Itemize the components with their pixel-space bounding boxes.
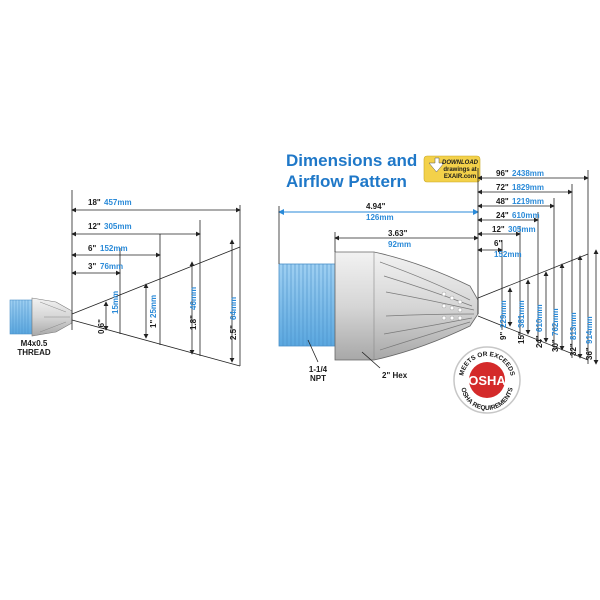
title-line-2: Airflow Pattern: [286, 172, 407, 191]
svg-text:32": 32": [569, 343, 578, 356]
svg-text:1829mm: 1829mm: [512, 183, 544, 192]
svg-text:96": 96": [496, 169, 509, 178]
small-v-dim-2-5: 2.5" 64mm: [229, 297, 238, 340]
small-v-dim-0-6: 0.6" 15mm: [97, 291, 120, 334]
svg-text:15": 15": [517, 331, 526, 344]
svg-text:25mm: 25mm: [149, 295, 158, 318]
svg-text:46mm: 46mm: [189, 287, 198, 310]
svg-text:457mm: 457mm: [104, 198, 132, 207]
small-horizontal-dims: [71, 207, 241, 276]
large-v-dim-32: 32" 813mm: [569, 312, 578, 356]
npt-label-1: 1-1/4: [309, 365, 328, 374]
svg-text:381mm: 381mm: [517, 300, 526, 328]
svg-text:18": 18": [88, 198, 101, 207]
osha-seal: MEETS OR EXCEEDS OSHA REQUIREMENTS OSHA: [453, 346, 521, 414]
large-v-dim-36: 36" 914mm: [585, 316, 594, 360]
osha-center-text: OSHA: [468, 373, 506, 388]
svg-text:3": 3": [88, 262, 96, 271]
small-nozzle-drawing: [9, 297, 73, 337]
small-h-dim-12: 12" 305mm: [88, 222, 132, 231]
large-v-dim-24: 24" 610mm: [535, 304, 544, 348]
svg-text:9": 9": [499, 332, 508, 340]
svg-text:6": 6": [494, 239, 502, 248]
svg-text:762mm: 762mm: [551, 308, 560, 336]
svg-text:drawings at: drawings at: [443, 167, 476, 173]
large-v-dim-30: 30" 762mm: [551, 308, 560, 352]
large-h-dim-72: 72" 1829mm: [496, 183, 544, 192]
leaders: [307, 339, 381, 369]
svg-text:4.94": 4.94": [366, 202, 386, 211]
svg-text:72": 72": [496, 183, 509, 192]
svg-text:6": 6": [88, 244, 96, 253]
large-h-dim-96: 96" 2438mm: [496, 169, 544, 178]
body-dim-label: 3.63" 92mm: [388, 229, 411, 249]
small-v-dim-1-8: 1.8" 46mm: [189, 287, 198, 330]
title-line-1: Dimensions and: [286, 151, 418, 170]
svg-text:12": 12": [88, 222, 101, 231]
svg-text:610mm: 610mm: [512, 211, 540, 220]
svg-text:2.5": 2.5": [229, 325, 238, 340]
svg-text:92mm: 92mm: [388, 240, 411, 249]
svg-text:12": 12": [492, 225, 505, 234]
large-h-dim-6: 6" 152mm: [494, 239, 522, 259]
download-arrow-icon: [428, 157, 445, 173]
large-h-dim-12: 12" 305mm: [492, 225, 536, 234]
npt-label-2: NPT: [310, 374, 326, 383]
svg-text:152mm: 152mm: [494, 250, 522, 259]
title-block: Dimensions and Airflow Pattern: [286, 151, 418, 191]
svg-text:3.63": 3.63": [388, 229, 408, 238]
svg-text:EXAIR.com: EXAIR.com: [444, 174, 476, 180]
svg-text:229mm: 229mm: [499, 300, 508, 328]
small-h-dim-3: 3" 76mm: [88, 262, 123, 271]
thread-label-2: THREAD: [17, 348, 51, 357]
svg-text:126mm: 126mm: [366, 213, 394, 222]
overall-dim-label: 4.94" 126mm: [366, 202, 394, 222]
svg-text:36": 36": [585, 347, 594, 360]
large-vertical-dims: [507, 249, 599, 365]
small-airflow-lines: [71, 190, 241, 367]
svg-text:610mm: 610mm: [535, 304, 544, 332]
svg-text:305mm: 305mm: [508, 225, 536, 234]
svg-text:0.6": 0.6": [97, 319, 106, 334]
large-horizontal-dims: [477, 175, 589, 253]
svg-text:76mm: 76mm: [100, 262, 123, 271]
svg-text:30": 30": [551, 339, 560, 352]
svg-text:DOWNLOAD: DOWNLOAD: [442, 160, 479, 166]
svg-text:1219mm: 1219mm: [512, 197, 544, 206]
svg-text:1.8": 1.8": [189, 315, 198, 330]
svg-text:64mm: 64mm: [229, 297, 238, 320]
large-h-dim-48: 48" 1219mm: [496, 197, 544, 206]
svg-text:24": 24": [496, 211, 509, 220]
thread-label-1: M4x0.5: [21, 339, 48, 348]
small-vertical-dims: [103, 239, 235, 363]
large-h-dim-24: 24" 610mm: [496, 211, 540, 220]
svg-text:914mm: 914mm: [585, 316, 594, 344]
svg-text:305mm: 305mm: [104, 222, 132, 231]
svg-text:1": 1": [149, 320, 158, 328]
large-nozzle-drawing: [278, 251, 479, 361]
svg-text:152mm: 152mm: [100, 244, 128, 253]
small-h-dim-18: 18" 457mm: [88, 198, 132, 207]
svg-text:15mm: 15mm: [111, 291, 120, 314]
hex-label: 2" Hex: [382, 371, 408, 380]
svg-text:813mm: 813mm: [569, 312, 578, 340]
svg-text:24": 24": [535, 335, 544, 348]
download-badge[interactable]: DOWNLOAD drawings at EXAIR.com: [423, 155, 481, 183]
svg-text:2438mm: 2438mm: [512, 169, 544, 178]
small-v-dim-1: 1" 25mm: [149, 295, 158, 328]
svg-text:48": 48": [496, 197, 509, 206]
large-v-dim-9: 9" 229mm: [499, 300, 508, 340]
large-v-dim-15: 15" 381mm: [517, 300, 526, 344]
small-h-dim-6: 6" 152mm: [88, 244, 128, 253]
